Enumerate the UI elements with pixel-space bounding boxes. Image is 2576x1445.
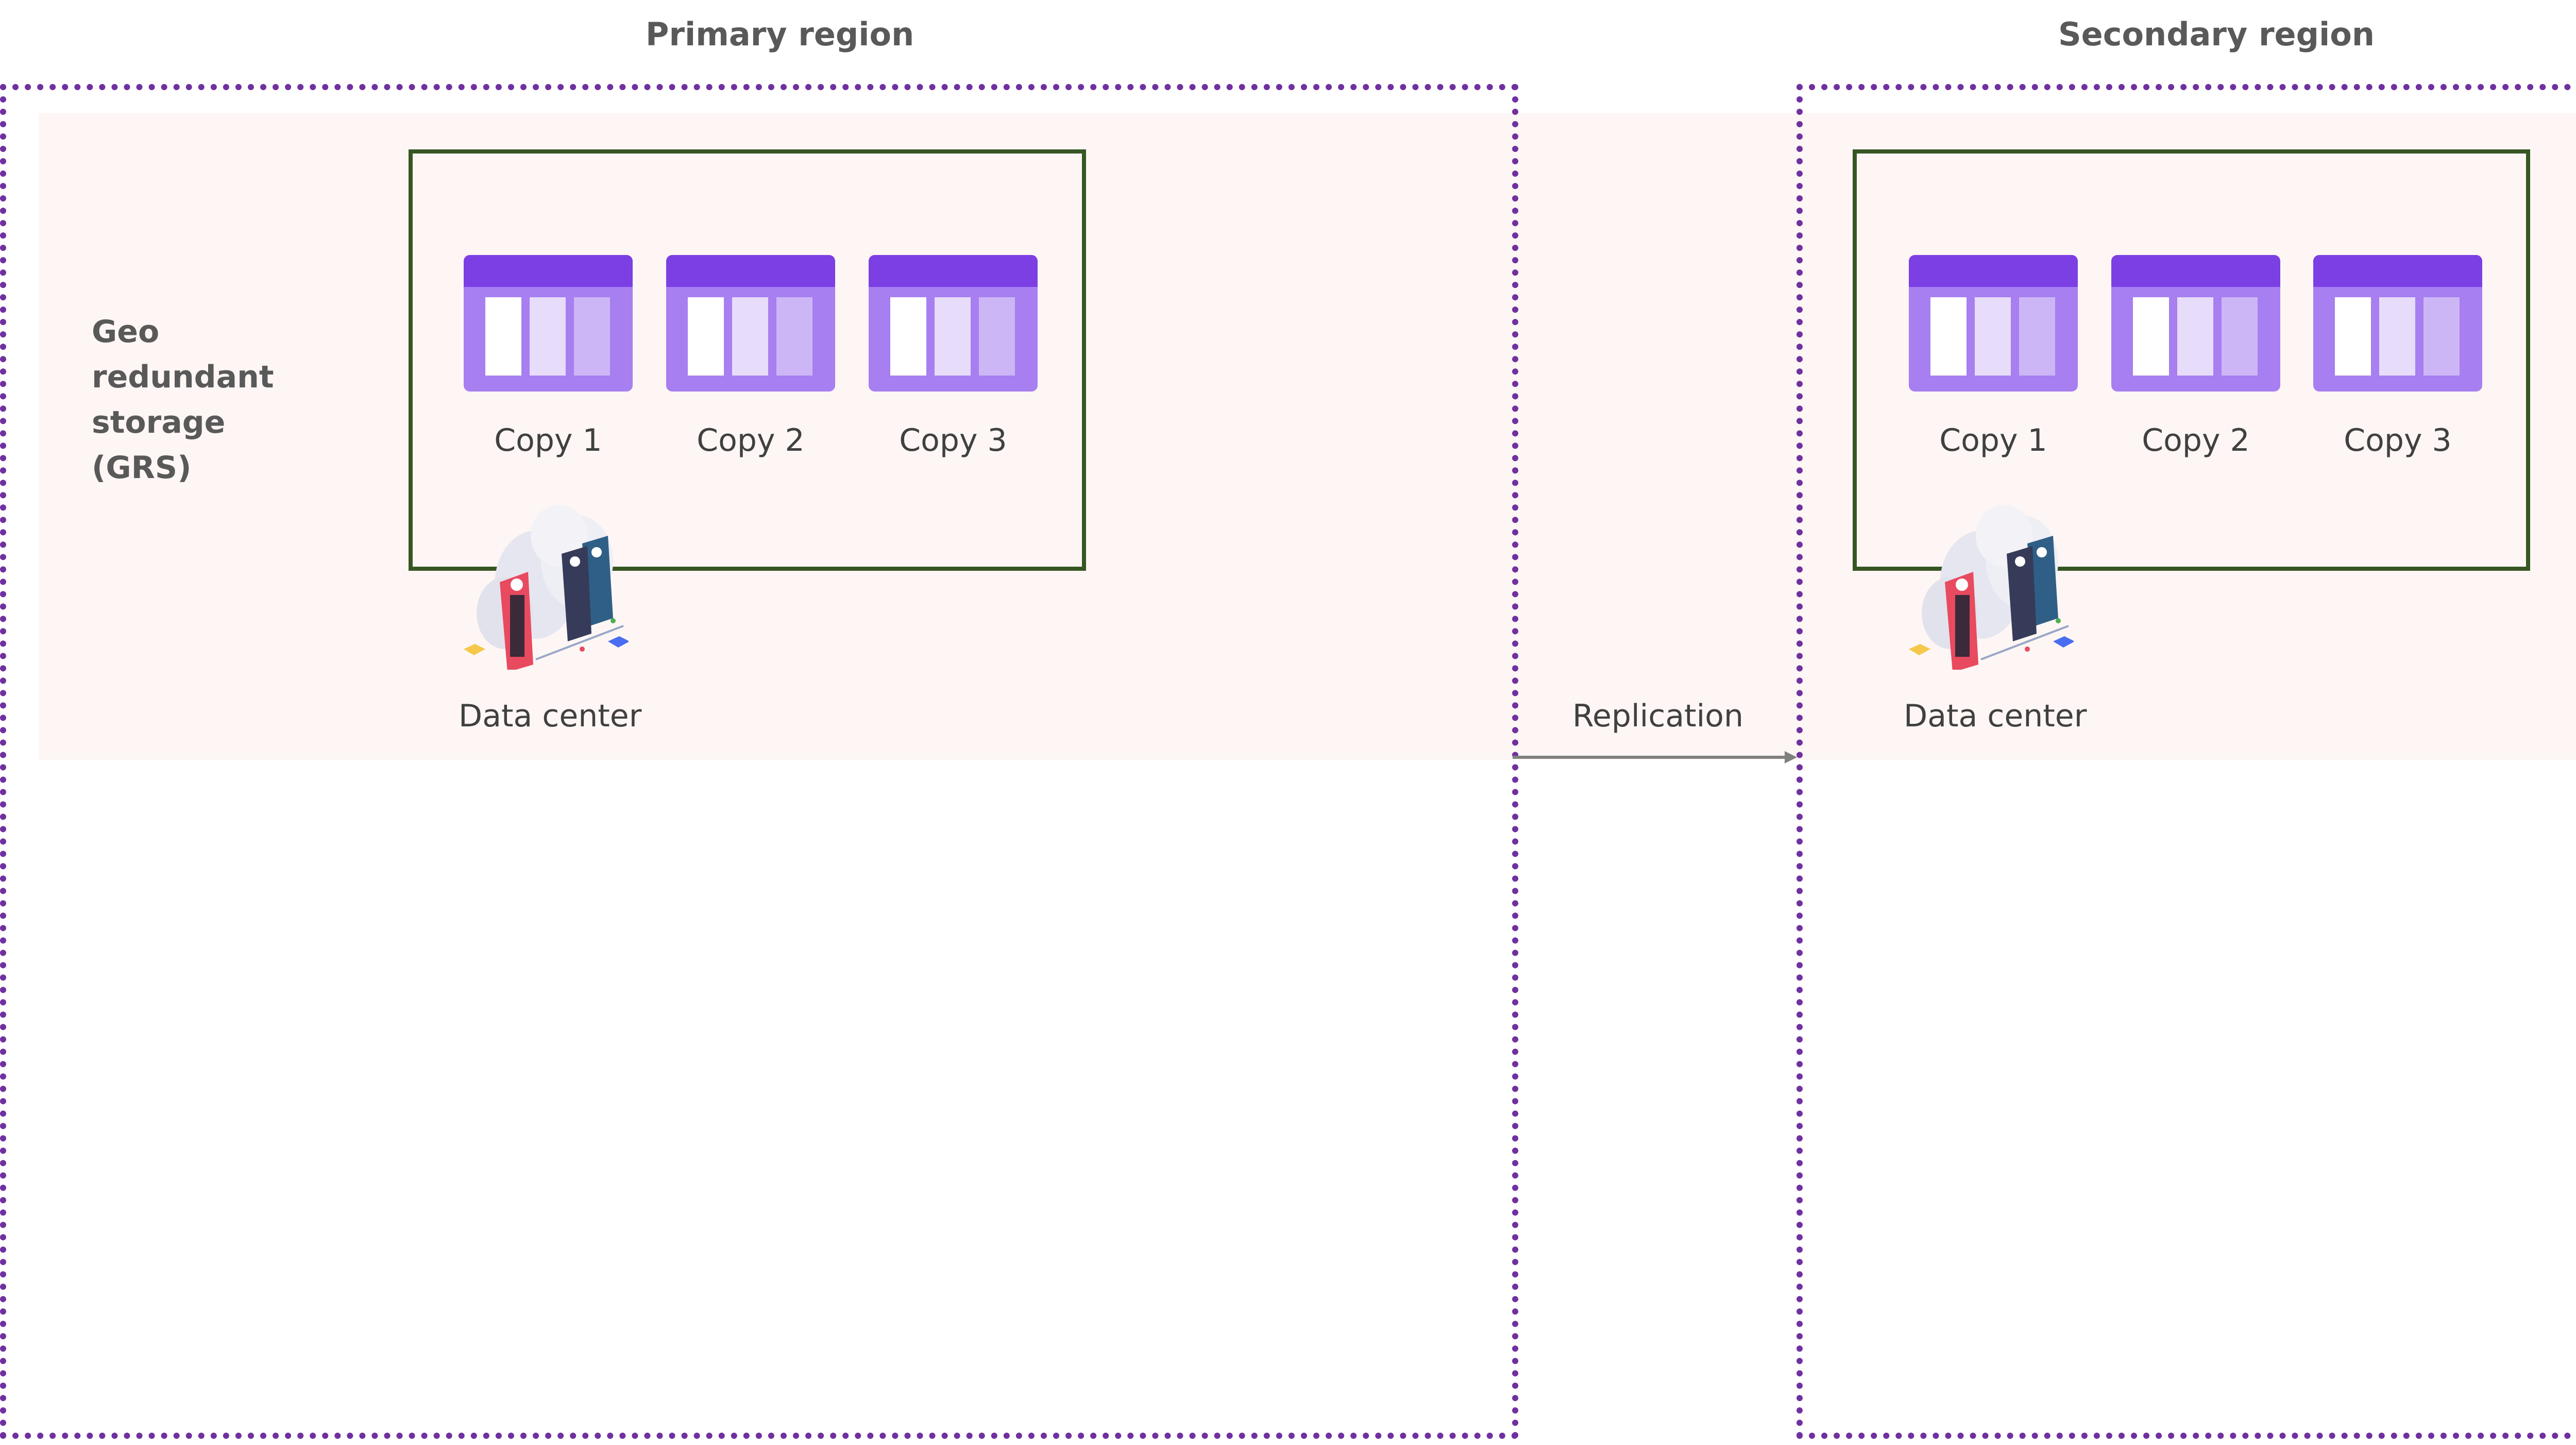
replication-label: Replication [1572,698,1744,734]
copy-label: Copy 1 [1939,422,2047,458]
copy-label: Copy 3 [899,422,1007,458]
secondary-region-title: Secondary region [2058,15,2375,53]
primary-copies-box [409,149,1086,571]
storage-table-icon [464,255,633,392]
storage-table-icon [869,255,1038,392]
copy-label: Copy 2 [697,422,805,458]
secondary-region-box [1797,84,2576,1439]
copy-label: Copy 2 [2142,422,2250,458]
secondary-datacenter-label: Data center [1904,698,2087,734]
storage-table-icon [2111,255,2280,392]
primary-region-box [0,84,1518,1439]
grs-label-line: Geo [92,314,160,350]
datacenter-cloud-icon [464,505,629,670]
copy-label: Copy 3 [2344,422,2452,458]
storage-table-icon [1909,255,2078,392]
storage-table-icon [2313,255,2482,392]
storage-table-icon [666,255,835,392]
copy-label: Copy 1 [494,422,602,458]
primary-region-title: Primary region [646,15,914,53]
grs-label-line: (GRS) [92,450,192,486]
replication-arrow [1513,751,1797,763]
grs-label-line: storage [92,404,226,440]
datacenter-cloud-icon [1909,505,2074,670]
secondary-copies-box [1853,149,2530,571]
grs-band [39,113,2576,760]
grs-label-line: redundant [92,359,274,395]
grs-label: Geo redundant storage (GRS) [92,309,274,490]
primary-datacenter-label: Data center [459,698,642,734]
